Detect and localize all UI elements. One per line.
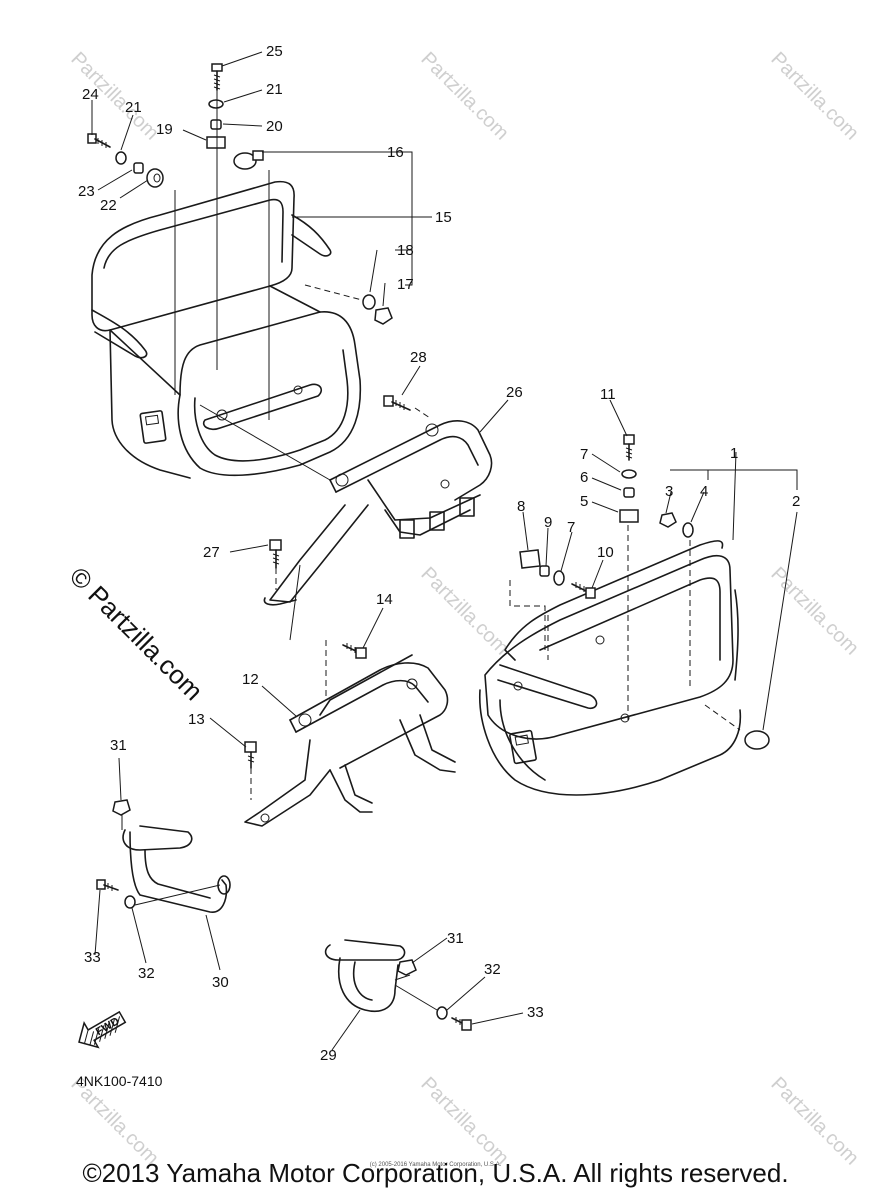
- callout-4: 4: [700, 483, 708, 500]
- guard-29: [324, 939, 406, 1012]
- fwd-label: FWD: [94, 1015, 122, 1038]
- callout-29: 29: [320, 1047, 337, 1064]
- callout-15: 15: [435, 209, 452, 226]
- callout-2: 2: [792, 493, 800, 510]
- callout-13: 13: [188, 711, 205, 728]
- guard-30: [122, 825, 231, 913]
- callout-26: 26: [506, 384, 523, 401]
- callout-31: 31: [110, 737, 127, 754]
- callout-21: 21: [266, 81, 283, 98]
- watermark: Partzilla.com: [416, 48, 513, 145]
- callout-21: 21: [125, 99, 142, 116]
- callout-14: 14: [376, 591, 393, 608]
- callout-10: 10: [597, 544, 614, 561]
- callout-3: 3: [665, 483, 673, 500]
- stay-lower: [244, 654, 456, 827]
- partzilla-watermark: © Partzilla.com: [64, 561, 209, 706]
- callout-28: 28: [410, 349, 427, 366]
- assembly-lines: [121, 90, 741, 1011]
- watermark: Partzilla.com: [766, 1073, 863, 1170]
- right-saddlebag: [479, 540, 742, 796]
- callout-19: 19: [156, 121, 173, 138]
- callout-6: 6: [580, 469, 588, 486]
- callout-7: 7: [567, 519, 575, 536]
- fasteners: [87, 63, 770, 1031]
- callout-30: 30: [212, 974, 229, 991]
- copyright-notice: ©2013 Yamaha Motor Corporation, U.S.A. A…: [82, 1158, 789, 1188]
- left-saddlebag: [91, 180, 362, 479]
- callout-32: 32: [484, 961, 501, 978]
- callout-7: 7: [580, 446, 588, 463]
- watermark: Partzilla.com: [766, 48, 863, 145]
- callout-33: 33: [84, 949, 101, 966]
- diagram-code: 4NK100-7410: [76, 1073, 163, 1089]
- callout-numbers: 25 21 20 19 16 15 18 17 24 21 23 22 28 2…: [78, 43, 800, 1064]
- callout-12: 12: [242, 671, 259, 688]
- callout-18: 18: [397, 242, 414, 259]
- callout-24: 24: [82, 86, 99, 103]
- callout-25: 25: [266, 43, 283, 60]
- watermark: Partzilla.com: [766, 563, 863, 660]
- stay-upper: [263, 420, 493, 606]
- callout-16: 16: [387, 144, 404, 161]
- callout-23: 23: [78, 183, 95, 200]
- callout-27: 27: [203, 544, 220, 561]
- callout-20: 20: [266, 118, 283, 135]
- callout-22: 22: [100, 197, 117, 214]
- callout-31: 31: [447, 930, 464, 947]
- watermark: Partzilla.com: [416, 1073, 513, 1170]
- callout-17: 17: [397, 276, 414, 293]
- fwd-arrow-icon: FWD: [78, 1010, 127, 1049]
- callout-32: 32: [138, 965, 155, 982]
- leader-lines: [91, 51, 798, 1051]
- callout-8: 8: [517, 498, 525, 515]
- callout-1: 1: [730, 445, 738, 462]
- callout-9: 9: [544, 514, 552, 531]
- watermark: Partzilla.com: [416, 563, 513, 660]
- callout-33: 33: [527, 1004, 544, 1021]
- callout-5: 5: [580, 493, 588, 510]
- fine-print: (c) 2005-2016 Yamaha Motor Corporation, …: [369, 1162, 502, 1168]
- watermarks: Partzilla.com Partzilla.com Partzilla.co…: [66, 48, 863, 1170]
- watermark: Partzilla.com: [66, 48, 163, 145]
- callout-11: 11: [600, 386, 616, 403]
